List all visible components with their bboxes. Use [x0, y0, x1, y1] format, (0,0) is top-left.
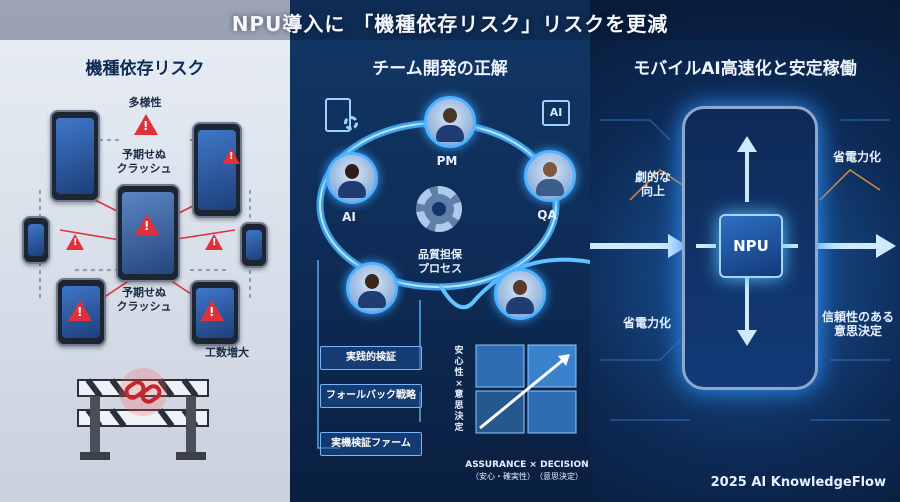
warning-icon: !	[134, 114, 158, 135]
step-practical-verification: 実践的検証	[320, 346, 422, 370]
warning-icon: !	[135, 214, 159, 235]
android-phone	[50, 110, 100, 202]
warning-icon: !	[68, 300, 92, 321]
left-title: 機種依存リスク	[85, 59, 205, 79]
circuit-lines	[590, 119, 896, 421]
middle-title: チーム開発の正解	[372, 59, 508, 79]
settings-icon	[344, 116, 358, 130]
label-reliable-decision: 信頼性のある 意思決定	[821, 310, 894, 338]
label-power-saving-left: 省電力化	[622, 316, 671, 330]
chart-y-axis-label: 安心性 × 意思決定	[454, 346, 464, 433]
small-android-phone	[22, 216, 50, 264]
warning-icon: !	[205, 234, 223, 250]
label-effort: 工数増大	[205, 346, 249, 359]
npu-chip: NPU	[719, 214, 783, 278]
small-iphone	[240, 222, 268, 268]
ai-chip-icon: AI	[542, 100, 570, 126]
role-ai: AI	[342, 210, 356, 224]
broken-chain-icon	[119, 368, 167, 416]
role-pm: PM	[436, 154, 458, 168]
ai-avatar	[326, 152, 378, 204]
label-dramatic-improvement: 劇的な 向上	[634, 170, 671, 198]
document-icon	[325, 98, 351, 132]
quality-process-label: 品質担保 プロセス	[418, 248, 462, 275]
chart-x-axis-label: ASSURANCE × DECISION	[465, 460, 589, 470]
role-qa: QA	[537, 208, 557, 222]
label-crash-top: 予期せぬ クラッシュ	[116, 148, 172, 175]
support-avatar	[494, 268, 546, 320]
credit-text: 2025 AI KnowledgeFlow	[710, 475, 886, 490]
gear-center	[432, 202, 446, 216]
label-power-saving-top: 省電力化	[832, 150, 881, 164]
warning-icon: !	[66, 234, 84, 250]
main-title: NPU導入に 「機種依存リスク」リスクを更減	[231, 12, 669, 36]
label-crash-bottom: 予期せぬ クラッシュ	[116, 286, 172, 313]
step-device-farm: 実機検証ファーム	[320, 432, 422, 456]
title-bar	[0, 0, 900, 40]
step-fallback-strategy: フォールバック戦略	[320, 384, 422, 408]
iphone	[192, 122, 242, 218]
label-diversity: 多様性	[128, 96, 162, 109]
warning-icon: !	[200, 300, 224, 321]
engineer-avatar	[346, 262, 398, 314]
team-cycle	[316, 119, 590, 449]
pm-avatar	[424, 96, 476, 148]
qa-avatar	[524, 150, 576, 202]
right-title: モバイルAI高速化と安定稼働	[633, 59, 857, 79]
warning-icon: !	[222, 148, 240, 164]
chart-x-axis-sublabel: （安心・確実性） （意思決定）	[471, 472, 583, 481]
